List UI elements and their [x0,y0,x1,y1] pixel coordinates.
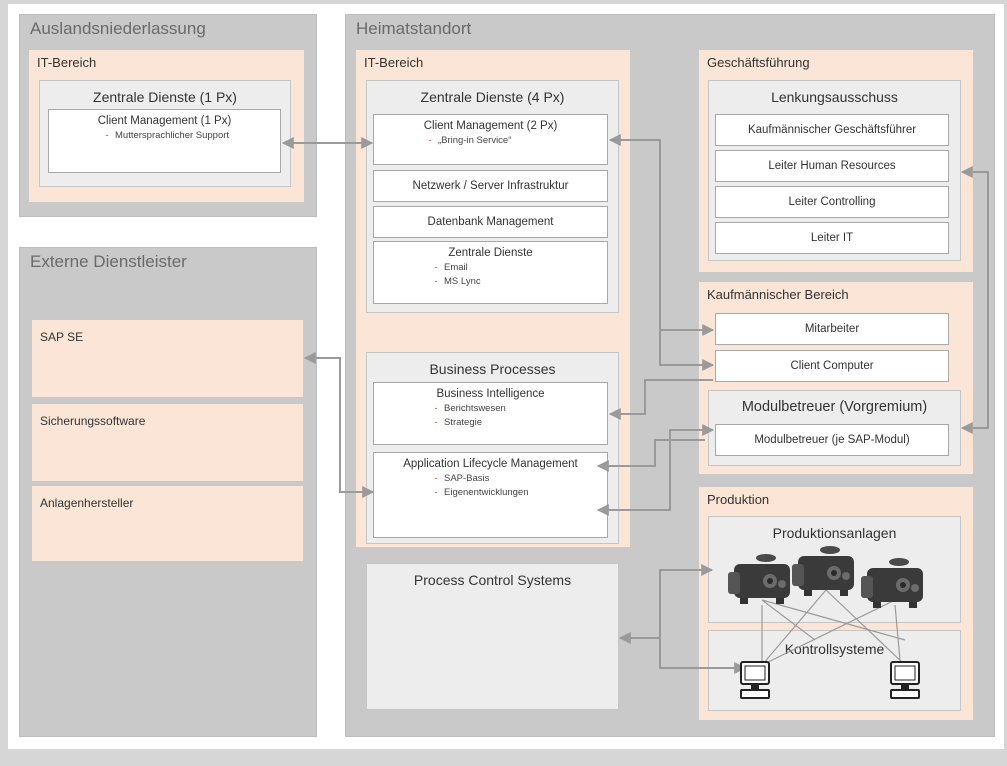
ext-sap-se: SAP SE [32,320,303,397]
produktionsanlagen: Produktionsanlagen [708,516,961,623]
box-title: Zentrale Dienste [448,247,533,259]
process-control-systems: Process Control Systems [366,563,619,710]
ext-label: Sicherungssoftware [40,414,146,428]
container-title: Process Control Systems [413,572,572,588]
list-item: Muttersprachlicher Support [99,129,280,143]
box-title: Business Intelligence [436,388,545,400]
ext-label: SAP SE [40,330,84,344]
container-title: Lenkungsausschuss [771,89,898,105]
ext-anlagenhersteller: Anlagenhersteller [32,486,303,561]
list-item: Eigenentwicklungen [428,486,607,500]
box-title: Client Management (1 Px) [97,115,232,127]
container-title: Business Processes [429,361,556,377]
area-title: IT-Bereich [364,55,424,70]
ausland-client-management: Client Management (1 Px) Muttersprachlic… [48,109,281,173]
member-box: Leiter Controlling [715,186,949,218]
list-item: „Bring-in Service“ [422,134,607,148]
netzwerk-box: Netzwerk / Server Infrastruktur [373,170,608,202]
ext-label: Anlagenhersteller [40,496,134,510]
box-title: Application Lifecycle Management [403,458,578,470]
member-box: Leiter IT [715,222,949,254]
list-item: MS Lync [428,275,607,289]
container-title: Produktionsanlagen [772,525,897,541]
modulbetreuer-box: Modulbetreuer (je SAP-Modul) [715,424,949,456]
business-intelligence-box: Business Intelligence Berichtswesen Stra… [373,382,608,445]
zentrale-dienste-box: Zentrale Dienste Email MS Lync [373,241,608,304]
area-title: Produktion [707,492,770,507]
client-computer-box: Client Computer [715,350,949,382]
container-title: Modulbetreuer (Vorgremium) [741,399,928,415]
kontrollsysteme: Kontrollsysteme [708,630,961,711]
list-item: Berichtswesen [428,402,607,416]
area-title: IT-Bereich [37,55,97,70]
group-title: Externe Dienstleister [30,252,187,271]
alm-box: Application Lifecycle Management SAP-Bas… [373,452,608,538]
ext-sicherungssoftware: Sicherungssoftware [32,404,303,481]
sub-list: Email MS Lync [428,261,607,289]
member-box: Leiter Human Resources [715,150,949,182]
member-box: Kaufmännischer Geschäftsführer [715,114,949,146]
container-title: Zentrale Dienste (1 Px) [93,89,237,105]
sub-list: „Bring-in Service“ [422,134,607,148]
heimat-client-management: Client Management (2 Px) „Bring-in Servi… [373,114,608,165]
group-title: Auslandsniederlassung [30,19,206,38]
container-title: Zentrale Dienste (4 Px) [420,89,565,105]
container-title: Kontrollsysteme [784,641,885,657]
area-title: Kaufmännischer Bereich [707,287,849,302]
list-item: SAP-Basis [428,472,607,486]
list-item: Email [428,261,607,275]
list-item: Strategie [428,416,607,430]
box-title: Client Management (2 Px) [423,120,558,132]
datenbank-box: Datenbank Management [373,206,608,238]
area-title: Geschäftsführung [707,55,810,70]
sub-list: Berichtswesen Strategie [428,402,607,430]
mitarbeiter-box: Mitarbeiter [715,313,949,345]
group-title: Heimatstandort [356,19,472,38]
sub-list: Muttersprachlicher Support [99,129,280,143]
sub-list: SAP-Basis Eigenentwicklungen [428,472,607,500]
